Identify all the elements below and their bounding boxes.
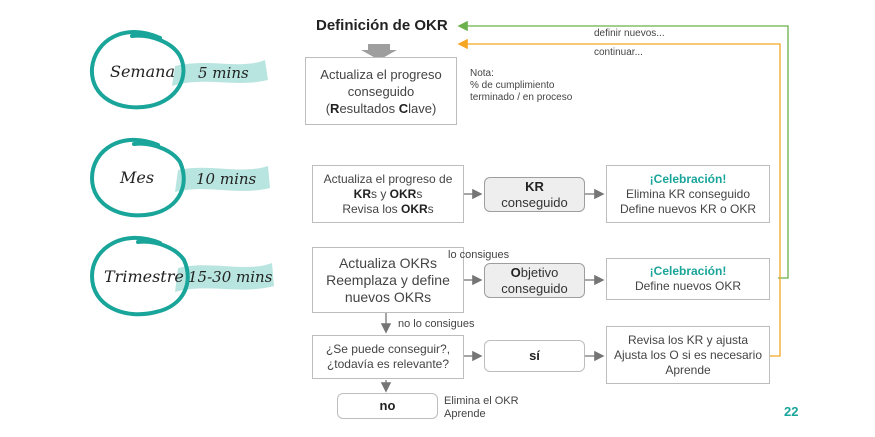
weekly-line1: Actualiza el progreso bbox=[320, 66, 442, 82]
yes-decision: sí bbox=[484, 340, 585, 372]
weekly-line2: conseguido bbox=[347, 83, 415, 99]
no-note: Elimina el OKR Aprende bbox=[444, 395, 519, 420]
page-title: Definición de OKR bbox=[316, 17, 448, 34]
weekly-update-box: Actualiza el progreso conseguido (Result… bbox=[305, 57, 457, 125]
period-month: Mes bbox=[120, 168, 155, 187]
monthly-update-box: Actualiza el progreso de KRs y OKRs Revi… bbox=[312, 165, 464, 223]
monthly-celebration-box: ¡Celebración! Elimina KR conseguido Defi… bbox=[606, 165, 770, 223]
achieved-label: lo consigues bbox=[448, 249, 510, 261]
review-box: Revisa los KR y ajusta Ajusta los O si e… bbox=[606, 326, 770, 384]
title-down-arrow bbox=[361, 44, 397, 60]
time-month: 10 mins bbox=[196, 170, 257, 188]
kr-achieved-decision: KR conseguido bbox=[484, 177, 585, 212]
quarterly-update-box: Actualiza OKRs Reemplaza y define nuevos… bbox=[312, 247, 464, 313]
quarterly-celebration-box: ¡Celebración! Define nuevos OKR bbox=[606, 258, 770, 300]
time-quarter: 15-30 mins bbox=[188, 268, 273, 286]
weekly-note: Nota: % de cumplimiento terminado / en p… bbox=[470, 68, 573, 103]
objective-achieved-decision: Objetivo conseguido bbox=[484, 263, 585, 298]
relevance-question-box: ¿Se puede conseguir?, ¿todavía es releva… bbox=[312, 335, 464, 379]
period-quarter: Trimestre bbox=[104, 267, 184, 286]
period-week: Semana bbox=[110, 62, 175, 81]
no-decision: no bbox=[337, 393, 438, 419]
weekly-line3: (Resultados Clave) bbox=[325, 100, 437, 116]
loop-label-new: definir nuevos... bbox=[594, 28, 665, 39]
time-week: 5 mins bbox=[198, 64, 249, 82]
loop-label-continue: continuar... bbox=[594, 47, 643, 58]
not-achieved-label: no lo consigues bbox=[398, 318, 475, 330]
page-number: 22 bbox=[784, 404, 799, 419]
brush-strokes bbox=[172, 60, 274, 292]
hand-circles bbox=[89, 30, 190, 317]
